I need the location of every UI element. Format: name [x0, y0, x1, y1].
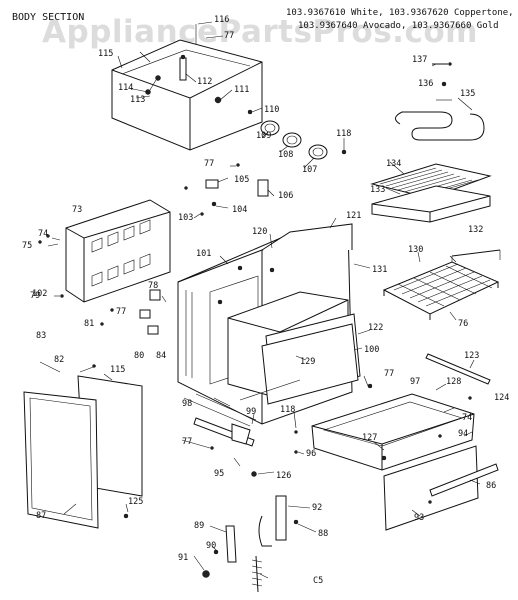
part-label-79: 79	[30, 291, 40, 301]
model-line-2: 103.9367640 Avocado, 103.9367660 Gold	[298, 21, 499, 31]
part-label-96: 96	[306, 449, 316, 459]
part-label-93: 93	[414, 513, 424, 523]
part-label-87: 87	[36, 511, 46, 521]
part-label-82: 82	[54, 355, 64, 365]
heating-element	[395, 97, 485, 141]
top-box-assembly	[111, 24, 263, 151]
part-label-133: 133	[370, 185, 385, 195]
control-parts	[184, 163, 269, 216]
side-panel	[23, 361, 143, 529]
part-label-136: 136	[418, 79, 433, 89]
broiler-pan	[370, 163, 492, 223]
part-label-112: 112	[197, 77, 212, 87]
part-label-131: 131	[372, 265, 387, 275]
side-rails	[367, 353, 491, 400]
part-label-84: 84	[156, 351, 166, 361]
part-label-94: 94	[458, 429, 468, 439]
part-label-78: 78	[148, 281, 158, 291]
part-label-106: 106	[278, 191, 293, 201]
rear-panel	[38, 199, 171, 303]
rod-parts	[432, 62, 452, 87]
oven-rack	[382, 249, 501, 320]
door-window	[261, 313, 361, 405]
part-label-108: 108	[278, 150, 293, 160]
part-label-130: 130	[408, 245, 423, 255]
part-label-81: 81	[84, 319, 94, 329]
part-label-122: 122	[368, 323, 383, 333]
part-label-125: 125	[128, 497, 143, 507]
part-label-105: 105	[234, 175, 249, 185]
part-label-77: 77	[204, 159, 214, 169]
watermark: AppliancePartsPros.com	[42, 14, 478, 50]
part-label-89: 89	[194, 521, 204, 531]
part-label-107: 107	[302, 165, 317, 175]
part-label-135: 135	[460, 89, 475, 99]
part-label-103: 103	[178, 213, 193, 223]
part-label-74: 74	[462, 413, 472, 423]
part-label-83: 83	[36, 331, 46, 341]
part-label-113: 113	[130, 95, 145, 105]
part-number-labels: 116 77 115 114 113 112 111 110 109 108 107 118 137 13…	[22, 15, 509, 563]
part-label-91: 91	[178, 553, 188, 563]
leader-lines	[47, 21, 481, 579]
part-label-110: 110	[264, 105, 279, 115]
storage-drawer	[311, 393, 475, 471]
part-label-77: 77	[182, 437, 192, 447]
bracket-parts	[100, 289, 167, 335]
bottom-hardware	[193, 379, 301, 477]
part-label-98: 98	[182, 399, 192, 409]
small-parts-top	[247, 109, 347, 160]
part-label-73: 73	[72, 205, 82, 215]
part-label-118: 118	[280, 405, 295, 415]
part-label-128: 128	[446, 377, 461, 387]
part-label-80: 80	[134, 351, 144, 361]
part-label-114: 114	[118, 83, 133, 93]
part-label-115: 115	[98, 49, 113, 59]
footer-code: C5	[313, 576, 323, 586]
model-line-1: 103.9367610 White, 103.9367620 Copperton…	[286, 8, 514, 18]
part-label-74: 74	[38, 229, 48, 239]
part-label-75: 75	[22, 241, 32, 251]
part-label-97: 97	[410, 377, 420, 387]
part-label-104: 104	[232, 205, 247, 215]
part-label-134: 134	[386, 159, 401, 169]
drawer-front	[383, 434, 499, 531]
part-label-111: 111	[234, 85, 249, 95]
hinge-hardware	[202, 495, 299, 593]
part-label-120: 120	[252, 227, 267, 237]
part-label-77: 77	[116, 307, 126, 317]
part-label-99: 99	[246, 407, 256, 417]
part-label-132: 132	[468, 225, 483, 235]
part-label-77: 77	[224, 31, 234, 41]
part-label-76: 76	[458, 319, 468, 329]
part-label-129: 129	[300, 357, 315, 367]
part-label-137: 137	[412, 55, 427, 65]
part-label-90: 90	[206, 541, 216, 551]
part-label-118: 118	[336, 129, 351, 139]
part-label-121: 121	[346, 211, 361, 221]
part-label-126: 126	[276, 471, 291, 481]
part-label-116: 116	[214, 15, 229, 25]
part-label-101: 101	[196, 249, 211, 259]
part-label-115: 115	[110, 365, 125, 375]
part-label-88: 88	[318, 529, 328, 539]
part-label-100: 100	[364, 345, 379, 355]
section-title: BODY SECTION	[12, 12, 85, 23]
part-label-123: 123	[464, 351, 479, 361]
part-label-127: 127	[362, 433, 377, 443]
part-label-92: 92	[312, 503, 322, 513]
part-label-77: 77	[384, 369, 394, 379]
part-label-124: 124	[494, 393, 509, 403]
part-label-102: 102	[32, 289, 47, 299]
part-label-95: 95	[214, 469, 224, 479]
part-label-109: 109	[256, 131, 271, 141]
part-label-86: 86	[486, 481, 496, 491]
